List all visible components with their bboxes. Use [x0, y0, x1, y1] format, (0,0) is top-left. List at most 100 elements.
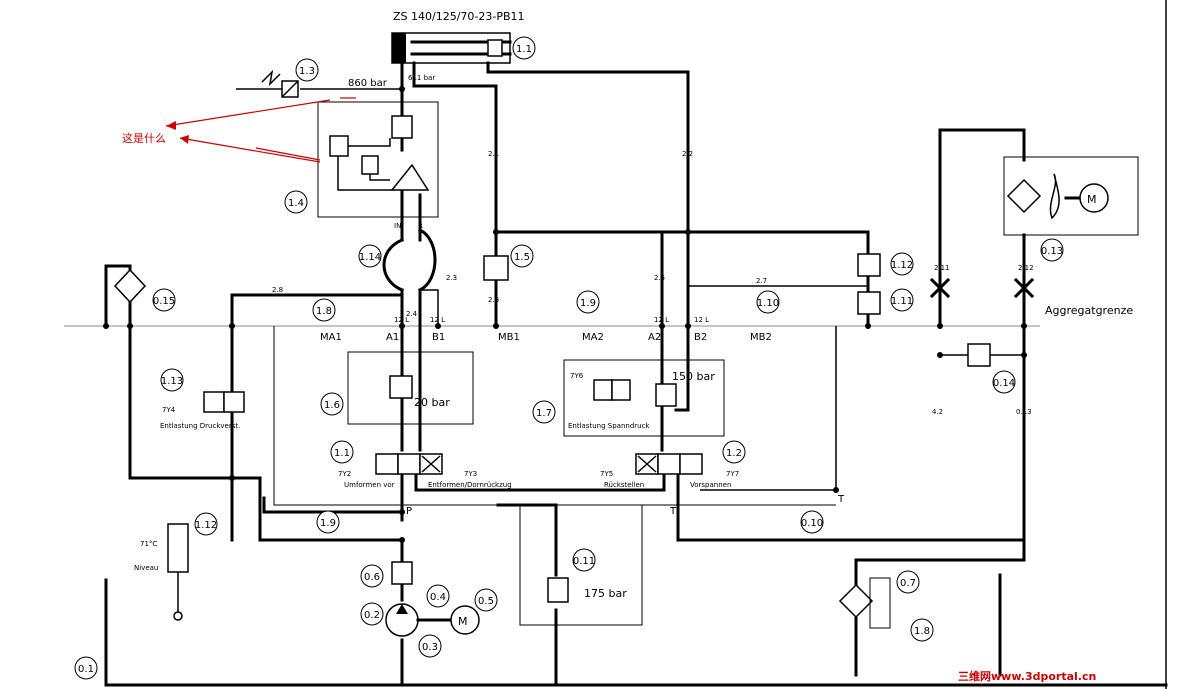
callouts: 1.1 1.3 1.4 1.14 1.5 1.8 1.9 1.10 1.12 1…: [74, 36, 1064, 680]
frame-1-6: [347, 351, 474, 425]
svg-text:0.10: 0.10: [801, 518, 823, 529]
fn-umformen: Umformen vor: [344, 481, 395, 489]
svg-text:0.14: 0.14: [993, 378, 1015, 389]
check-valve-0-14: [967, 343, 991, 367]
port-MA1: MA1: [320, 332, 342, 343]
callout-1-6: 1.6: [320, 392, 344, 416]
sol-7Y5: 7Y5: [600, 470, 613, 478]
filter-0-15: [113, 268, 147, 304]
fn-niveau: Niveau: [134, 564, 158, 572]
sol-7Y7: 7Y7: [726, 470, 739, 478]
fn-entl-druck: Entlastung Druckverst.: [160, 422, 240, 430]
label-860bar: 860 bar: [348, 78, 388, 89]
diagram-title: ZS 140/125/70-23-PB11: [393, 10, 525, 23]
throttle-2-11: [929, 277, 951, 299]
relief-1-7: [655, 383, 677, 407]
callout-1-1b: 1.1: [330, 440, 354, 464]
junction-dots: [103, 86, 1027, 543]
callout-1-13: 1.13: [160, 368, 184, 392]
svg-text:1.9: 1.9: [320, 518, 336, 529]
frame-0-13: [1003, 156, 1139, 236]
line-2-2: 2.2: [682, 150, 693, 158]
port-B2: B2: [694, 332, 707, 343]
check-valve-1-12: [857, 253, 881, 277]
svg-text:1.4: 1.4: [288, 198, 304, 209]
port-B1: B1: [432, 332, 445, 343]
sol-7Y4: 7Y4: [162, 406, 176, 414]
port-IN: IN: [394, 222, 401, 230]
svg-text:0.7: 0.7: [900, 578, 916, 589]
line-2-3: 2.3: [446, 274, 457, 282]
fn-rueckstellen: Rückstellen: [604, 481, 644, 489]
callout-1-8: 1.8: [312, 298, 336, 322]
frame-0-11: [519, 504, 643, 626]
svg-text:1.3: 1.3: [299, 66, 315, 77]
line-2-12: 2.12: [1018, 264, 1034, 272]
fn-entl-spann: Entlastung Spanndruck: [568, 422, 650, 430]
check-valve-1-5: [483, 255, 509, 281]
callout-0-2: 0.2: [360, 602, 384, 626]
svg-text:0.6: 0.6: [364, 572, 380, 583]
fan-motor: M: [1049, 173, 1109, 220]
return-0-7-box: [869, 577, 891, 629]
annotation-text: 这是什么: [122, 131, 166, 145]
valve-1-13: [203, 391, 245, 413]
svg-text:1.6: 1.6: [324, 400, 340, 411]
svg-text:0.1: 0.1: [78, 664, 94, 675]
pump-motor: M: [385, 603, 480, 637]
line-12L-d: 12 L: [694, 316, 709, 324]
port-T1: T: [669, 506, 677, 517]
level-switch: [167, 523, 189, 573]
relief-1-6: [389, 375, 413, 399]
callout-1-3: 1.3: [295, 58, 319, 82]
callout-0-13: 0.13: [1040, 238, 1064, 262]
sol-7Y2: 7Y2: [338, 470, 351, 478]
line-2-11: 2.11: [934, 264, 950, 272]
callout-0-14: 0.14: [992, 370, 1016, 394]
svg-text:1.8: 1.8: [316, 306, 332, 317]
callout-1-14: 1.14: [358, 244, 382, 268]
cooler-0-13: [1006, 178, 1042, 214]
label-150bar: 150 bar: [672, 370, 715, 383]
boundary-label: Aggregatgrenze: [1045, 304, 1133, 317]
callout-0-4: 0.4: [426, 584, 450, 608]
svg-text:1.11: 1.11: [891, 296, 913, 307]
svg-text:1.8: 1.8: [914, 626, 930, 637]
callout-0-10: 0.10: [800, 510, 824, 534]
frame-1-7: [563, 359, 725, 437]
sol-7Y6: 7Y6: [570, 372, 584, 380]
callout-1-8b: 1.8: [910, 618, 934, 642]
callout-0-5: 0.5: [474, 588, 498, 612]
port-MB2: MB2: [750, 332, 772, 343]
cylinder: [391, 32, 512, 64]
callout-1-5: 1.5: [510, 244, 534, 268]
fn-entformen: Entformen/Dornrückzug: [428, 481, 512, 489]
relief-0-11: [547, 577, 569, 603]
check-valve-1-11: [857, 291, 881, 315]
svg-text:1.14: 1.14: [359, 252, 381, 263]
svg-text:1.12: 1.12: [195, 520, 217, 531]
line-4-2: 4.2: [932, 408, 943, 416]
valve-1-2: [635, 453, 703, 475]
port-T2: T: [837, 494, 845, 505]
svg-text:1.2: 1.2: [726, 448, 742, 459]
svg-text:0.5: 0.5: [478, 596, 494, 607]
callout-1-9b: 1.9: [316, 510, 340, 534]
pressure-intensifier: [329, 115, 430, 191]
filter-0-7: [838, 583, 874, 619]
line-2-7: 2.7: [756, 277, 767, 285]
pump-motor-label: M: [458, 615, 468, 628]
line-2-6: 2.6: [488, 296, 500, 304]
svg-text:0.15: 0.15: [153, 296, 175, 307]
callout-1-9: 1.9: [576, 290, 600, 314]
svg-text:0.4: 0.4: [430, 592, 446, 603]
fn-vorspannen: Vorspannen: [690, 481, 731, 489]
check-valve-0-6: [391, 561, 413, 585]
label-20bar: 20 bar: [414, 396, 450, 409]
label-611bar: 611 bar: [408, 74, 435, 82]
fan-motor-label: M: [1087, 193, 1097, 206]
svg-text:1.1: 1.1: [516, 44, 532, 55]
valve-1-1: [375, 453, 443, 475]
svg-text:0.3: 0.3: [422, 642, 438, 653]
svg-text:1.7: 1.7: [536, 408, 552, 419]
